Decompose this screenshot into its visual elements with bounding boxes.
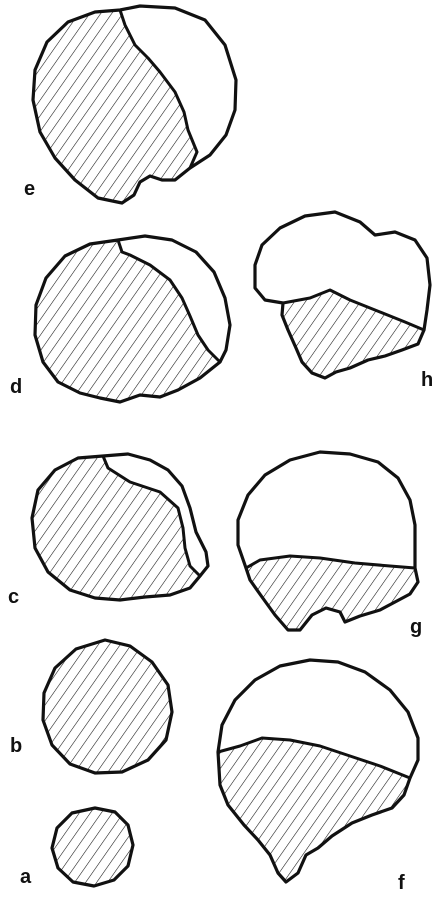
panel-h-label: h bbox=[421, 369, 433, 391]
panel-b: b bbox=[10, 640, 172, 773]
panel-g: g bbox=[238, 452, 422, 638]
panel-e-label: e bbox=[24, 178, 35, 200]
panel-b-label: b bbox=[10, 735, 22, 757]
panel-f-label: f bbox=[398, 872, 405, 894]
panel-f: f bbox=[218, 660, 418, 894]
panel-a: a bbox=[20, 808, 133, 888]
panel-d: d bbox=[10, 236, 230, 402]
panel-f-hatched-region bbox=[218, 738, 410, 882]
panel-h: h bbox=[255, 212, 433, 391]
panel-g-label: g bbox=[410, 616, 422, 638]
panel-e: e bbox=[24, 6, 236, 203]
panel-a-label: a bbox=[20, 866, 32, 888]
panel-e-hatched-region bbox=[33, 10, 197, 203]
panel-c-label: c bbox=[8, 586, 19, 608]
panel-d-label: d bbox=[10, 376, 22, 398]
panel-c: c bbox=[8, 454, 208, 608]
